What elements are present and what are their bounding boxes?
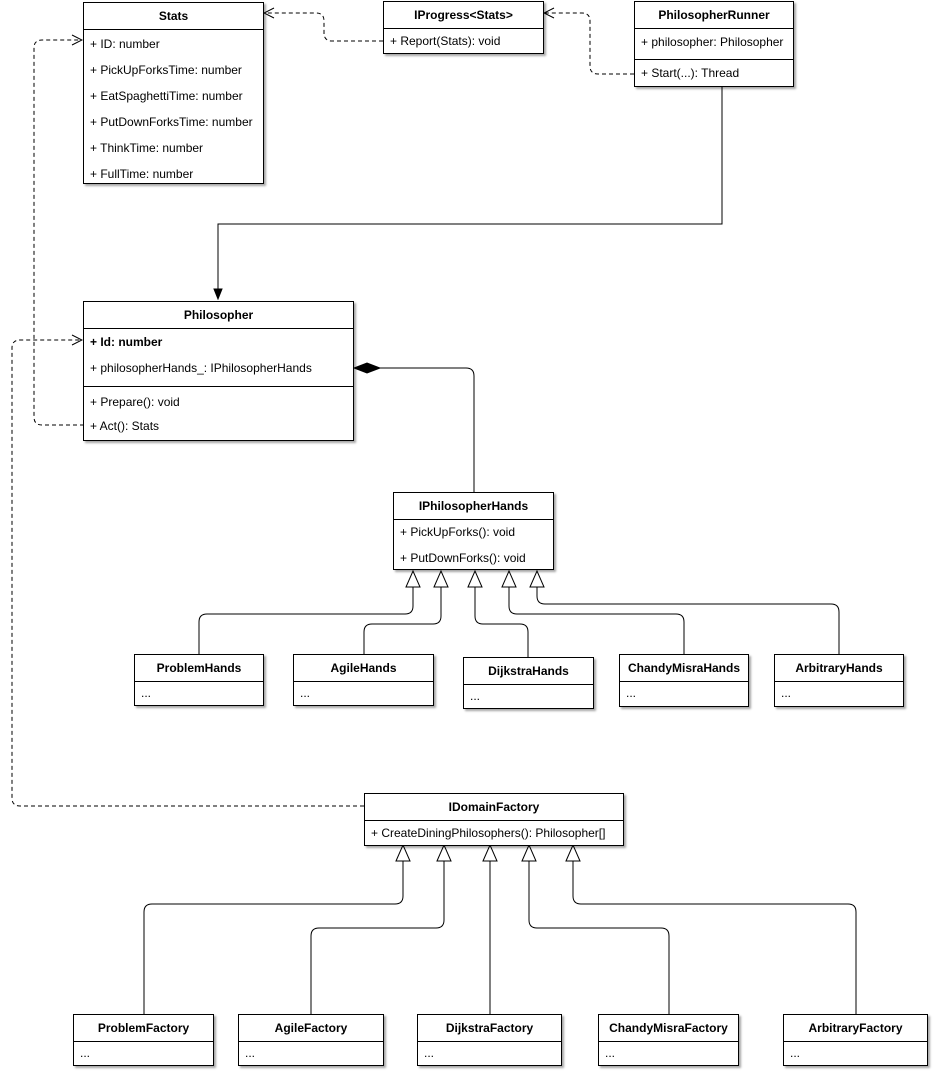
divider: [418, 1041, 561, 1042]
class-body: ...: [470, 689, 481, 703]
attribute: + EatSpaghettiTime: number: [90, 89, 243, 103]
class-body: ...: [790, 1046, 801, 1060]
class-name: ArbitraryHands: [795, 661, 883, 675]
class-name: ProblemHands: [156, 661, 242, 675]
divider: [84, 386, 353, 387]
attribute: + Id: number: [90, 335, 163, 349]
class-chandy-misra-factory[interactable]: ChandyMisraFactory ...: [598, 1014, 739, 1066]
class-name: Philosopher: [183, 308, 254, 322]
divider: [635, 59, 793, 60]
divider: [74, 1041, 213, 1042]
class-chandy-misra-hands[interactable]: ChandyMisraHands ...: [619, 654, 749, 707]
realization-chandyfactory: [529, 845, 670, 1014]
association-runner-to-philosopher: [218, 87, 723, 299]
class-agile-hands[interactable]: AgileHands ...: [293, 654, 434, 706]
class-agile-factory[interactable]: AgileFactory ...: [238, 1014, 384, 1066]
class-name: IDomainFactory: [448, 800, 540, 814]
class-body: ...: [626, 686, 637, 700]
divider: [464, 684, 593, 685]
class-name: IProgress<Stats>: [414, 8, 513, 22]
divider: [135, 681, 263, 682]
class-arbitrary-factory[interactable]: ArbitraryFactory ...: [783, 1014, 928, 1066]
class-stats[interactable]: Stats + ID: number + PickUpForksTime: nu…: [83, 2, 264, 184]
class-arbitrary-hands[interactable]: ArbitraryHands ...: [774, 654, 904, 707]
method: + Prepare(): void: [90, 395, 180, 409]
realization-arbitraryfactory: [573, 845, 857, 1014]
class-dijkstra-hands[interactable]: DijkstraHands ...: [463, 657, 594, 709]
dependency-runner-to-iprogress: [544, 13, 634, 75]
class-name: AgileFactory: [274, 1021, 348, 1035]
method: + PutDownForks(): void: [400, 551, 526, 565]
dependency-factory-to-philosopher: [11, 340, 364, 807]
class-name: ChandyMisraHands: [627, 661, 741, 675]
divider: [84, 328, 353, 329]
divider: [365, 820, 623, 821]
divider: [84, 29, 263, 30]
realization-problemfactory: [143, 845, 403, 1014]
composition-hands-to-philosopher: [354, 368, 475, 492]
realization-agilefactory: [310, 845, 444, 1014]
attribute: + ID: number: [90, 37, 160, 51]
realization-problemhands: [198, 571, 413, 654]
method: + PickUpForks(): void: [400, 525, 516, 539]
divider: [599, 1041, 738, 1042]
method: + Start(...): Thread: [641, 66, 740, 80]
realization-agilehands: [363, 571, 441, 654]
class-name: DijkstraHands: [488, 664, 569, 678]
attribute: + PickUpForksTime: number: [90, 63, 242, 77]
attribute: + philosopher: Philosopher: [641, 35, 784, 49]
class-philosopher[interactable]: Philosopher + Id: number + philosopherHa…: [83, 301, 354, 441]
class-name: ArbitraryFactory: [808, 1021, 903, 1035]
class-body: ...: [424, 1046, 435, 1060]
class-problem-hands[interactable]: ProblemHands ...: [134, 654, 264, 706]
class-body: ...: [80, 1046, 91, 1060]
divider: [635, 28, 793, 29]
realization-dijkstrahands: [475, 571, 529, 657]
dependency-iprogress-to-stats: [264, 13, 383, 42]
attribute: + philosopherHands_: IPhilosopherHands: [90, 361, 312, 375]
realization-arbitraryhands: [537, 571, 840, 654]
class-name: ChandyMisraFactory: [609, 1021, 728, 1035]
class-name: IPhilosopherHands: [418, 499, 529, 513]
class-body: ...: [781, 686, 792, 700]
divider: [294, 681, 433, 682]
dependency-philosopher-act-to-stats: [33, 40, 84, 426]
method: + Act(): Stats: [90, 419, 160, 433]
attribute: + PutDownForksTime: number: [90, 115, 253, 129]
method: + Report(Stats): void: [390, 34, 501, 48]
class-problem-factory[interactable]: ProblemFactory ...: [73, 1014, 214, 1066]
method: + CreateDiningPhilosophers(): Philosophe…: [371, 826, 606, 840]
class-dijkstra-factory[interactable]: DijkstraFactory ...: [417, 1014, 562, 1066]
divider: [239, 1041, 383, 1042]
class-name: AgileHands: [330, 661, 397, 675]
divider: [784, 1041, 927, 1042]
class-name: DijkstraFactory: [445, 1021, 534, 1035]
class-name: ProblemFactory: [97, 1021, 190, 1035]
attribute: + ThinkTime: number: [90, 141, 204, 155]
realization-chandyhands: [509, 571, 685, 654]
class-iphilosopher-hands[interactable]: IPhilosopherHands + PickUpForks(): void …: [393, 492, 554, 570]
class-philosopher-runner[interactable]: PhilosopherRunner + philosopher: Philoso…: [634, 1, 794, 87]
class-name: PhilosopherRunner: [658, 8, 770, 22]
divider: [384, 28, 543, 29]
divider: [620, 681, 748, 682]
class-iprogress[interactable]: IProgress<Stats> + Report(Stats): void: [383, 1, 544, 54]
class-idomain-factory[interactable]: IDomainFactory + CreateDiningPhilosopher…: [364, 793, 624, 846]
class-body: ...: [141, 686, 152, 700]
divider: [394, 519, 553, 520]
class-body: ...: [605, 1046, 616, 1060]
class-body: ...: [300, 686, 311, 700]
class-body: ...: [245, 1046, 256, 1060]
class-name: Stats: [158, 9, 189, 23]
divider: [775, 681, 903, 682]
attribute: + FullTime: number: [90, 167, 194, 181]
